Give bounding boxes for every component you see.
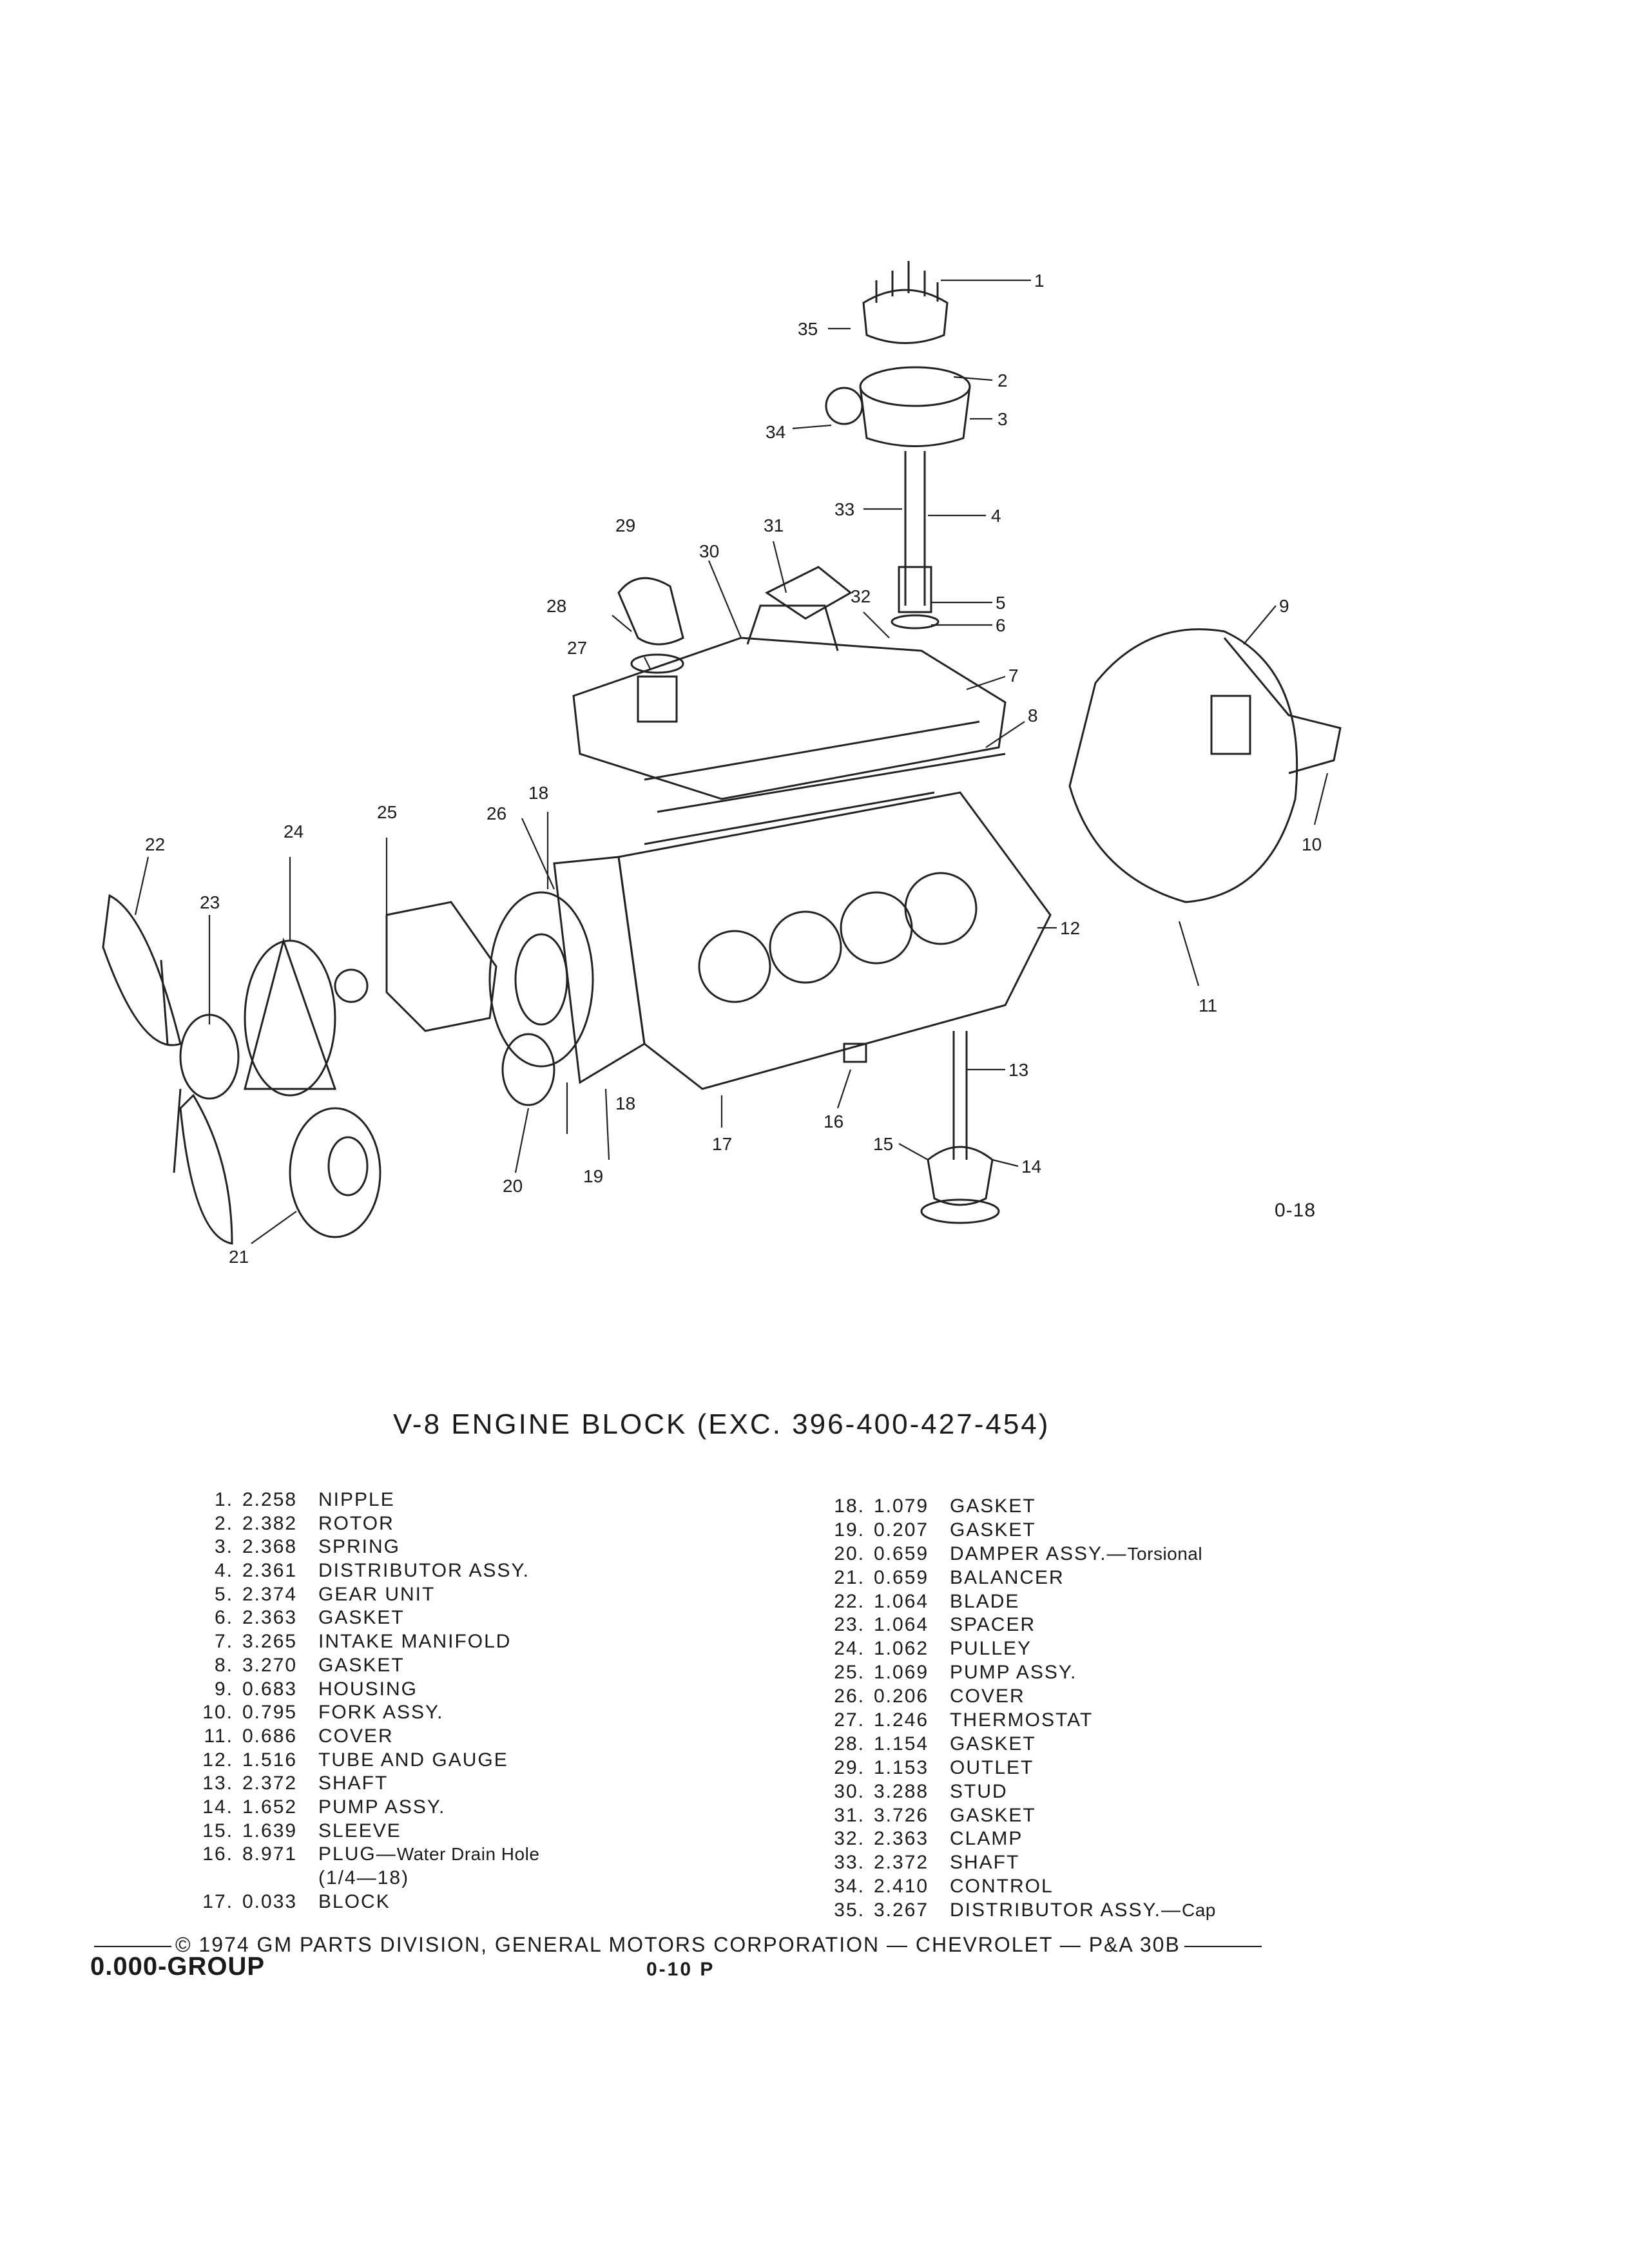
leader-lines <box>134 279 1329 1244</box>
callout-13: 13 <box>1008 1060 1028 1080</box>
callout-11: 11 <box>1199 995 1217 1015</box>
callout-14: 14 <box>1021 1157 1041 1177</box>
timing-cover-drawing <box>488 856 646 1106</box>
intake-manifold-drawing <box>572 566 1007 813</box>
water-pump-drawing <box>334 901 497 1032</box>
callout-9: 9 <box>1279 596 1289 616</box>
callout-18-bottom: 18 <box>615 1093 635 1113</box>
distributor-cap-drawing <box>862 261 949 344</box>
engine-block-drawing <box>617 791 1052 1090</box>
group-label: 0.000-GROUP <box>90 1952 265 1981</box>
drain-plug-drawing <box>843 1043 867 1063</box>
footer-rule-right <box>1184 1945 1262 1947</box>
callout-19: 19 <box>583 1166 603 1186</box>
oil-pump-drawing <box>920 1031 1000 1224</box>
callout-27: 27 <box>567 638 587 658</box>
fan-blade-drawing <box>102 894 240 1245</box>
callout-12: 12 <box>1060 918 1080 938</box>
callout-31: 31 <box>764 515 784 535</box>
page-number: 0-10 P <box>646 1959 715 1980</box>
footer-rule-left <box>94 1945 171 1947</box>
callout-15: 15 <box>873 1134 893 1154</box>
callout-labels: 1 2 3 4 5 6 7 8 9 10 11 12 13 14 15 16 1… <box>145 271 1322 1267</box>
callout-22: 22 <box>145 834 165 854</box>
callout-24: 24 <box>284 822 304 841</box>
callout-7: 7 <box>1008 666 1019 686</box>
callout-20: 20 <box>503 1176 523 1196</box>
callout-25: 25 <box>377 802 397 822</box>
callout-32: 32 <box>851 586 871 606</box>
distributor-body-drawing <box>825 366 971 629</box>
bell-housing-drawing <box>1068 628 1342 903</box>
copyright-footer: © 1974 GM PARTS DIVISION, GENERAL MOTORS… <box>90 1933 1266 1957</box>
callout-34: 34 <box>766 422 786 442</box>
callout-10: 10 <box>1302 834 1322 854</box>
page-title: V-8 ENGINE BLOCK (EXC. 396-400-427-454) <box>393 1408 1050 1440</box>
callout-23: 23 <box>200 892 220 912</box>
callout-35: 35 <box>798 319 818 339</box>
callout-33: 33 <box>834 499 854 519</box>
thermostat-outlet-drawing <box>617 577 684 723</box>
callout-8: 8 <box>1028 706 1038 726</box>
exploded-engine-diagram: 1 2 3 4 5 6 7 8 9 10 11 12 13 14 15 16 1… <box>102 261 1342 1267</box>
callout-21: 21 <box>229 1247 249 1267</box>
callout-2: 2 <box>998 370 1008 390</box>
callout-18-top: 18 <box>528 783 548 803</box>
figure-code: 0-18 <box>1275 1200 1316 1221</box>
callout-30: 30 <box>699 541 719 561</box>
callout-16: 16 <box>824 1111 843 1131</box>
callout-17: 17 <box>712 1134 732 1154</box>
callout-1: 1 <box>1034 271 1045 291</box>
callout-28: 28 <box>546 596 566 616</box>
fan-pulley-drawing <box>244 937 337 1097</box>
copyright-text: © 1974 GM PARTS DIVISION, GENERAL MOTORS… <box>175 1933 1181 1956</box>
callout-4: 4 <box>991 506 1001 526</box>
callout-29: 29 <box>615 515 635 535</box>
callout-26: 26 <box>487 803 506 823</box>
balancer-drawing <box>289 1107 381 1238</box>
parts-row-continuation: (1/4—18) <box>318 1867 410 1888</box>
callout-5: 5 <box>996 593 1006 613</box>
callout-3: 3 <box>998 409 1008 429</box>
callout-6: 6 <box>996 615 1006 635</box>
